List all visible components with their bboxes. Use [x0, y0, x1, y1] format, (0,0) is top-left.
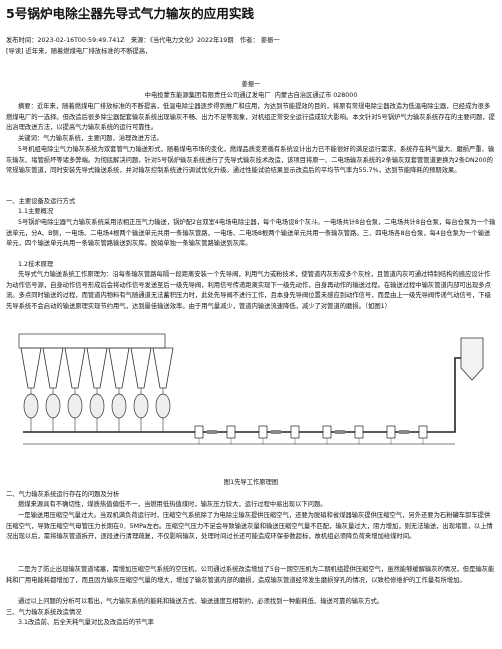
pilot-valve: [322, 425, 332, 439]
pump-vessel: [111, 393, 127, 419]
pilot-valve-group: [194, 425, 428, 439]
pump-vessel: [45, 393, 61, 419]
figure-caption: 图1先导工作原理图: [223, 479, 279, 486]
pump-vessel: [155, 393, 171, 419]
valve-air-branches: [198, 438, 424, 444]
section-2-paragraph-2: 一是输送用压缩空气量过大。当双机满负荷运行时，压缩空气系统除了为电除尘输灰提供压…: [6, 512, 493, 540]
ash-hopper: [152, 347, 174, 389]
pilot-valve: [354, 425, 364, 439]
abstract-paragraph: 摘要：近年来，随着燃煤电厂排放标准的不断提高，低温电除尘器逐步得到推广和应用，为…: [6, 103, 495, 131]
keywords-line: 关键词：气力输灰系统，主要问题，治理改进方法。: [18, 135, 163, 142]
ash-hopper: [86, 347, 108, 389]
section-1-1-paragraph: 5号锅炉电除尘器气力输灰系统采用浓相正压气力输送，锅炉配2台双室4电场电除尘器，…: [6, 219, 496, 247]
pilot-valve: [226, 425, 236, 439]
ash-plug-group: [207, 430, 409, 434]
ash-hopper: [130, 347, 152, 389]
ash-plug: [271, 430, 281, 434]
pump-vessel: [133, 393, 149, 419]
section-heading-1: 一、主要设备及运行方式: [6, 198, 76, 205]
section-heading-2: 二、气力输灰系统运行存在的问题及分析: [6, 491, 120, 498]
ash-silo: [460, 337, 484, 381]
subsection-heading-1-1: 1.1主要概况: [18, 208, 54, 215]
ash-plug: [207, 430, 217, 434]
article-title: 5号锅炉电除尘器先导式气力输灰的应用实践: [6, 6, 255, 21]
ash-hopper: [42, 347, 64, 389]
pump-vessel: [23, 393, 39, 419]
pilot-valve: [194, 425, 204, 439]
subsection-heading-1-2: 1.2技术原理: [18, 261, 54, 268]
hopper-group: [20, 347, 174, 389]
pump-vessel-group: [23, 393, 171, 419]
subsection-heading-3-1: 3.1改造前、后全天耗气量对比及改造后的节气率: [18, 619, 154, 626]
author-affiliation: 中电投蒙东能源集团有限责任公司通辽发电厂 内蒙古自治区通辽市 028000: [144, 92, 358, 99]
pump-vessel: [67, 393, 83, 419]
ash-plug: [335, 430, 345, 434]
pump-vessel: [89, 393, 105, 419]
section-2-paragraph-3: 二是为了防止出现输灰管道堵塞，需增加压缩空气系统的空压机，公司通过系统改造增加了…: [6, 566, 495, 584]
pilot-valve: [290, 425, 300, 439]
intro-paragraph: 5号机组电除尘气力输灰系统为双套管气力输送形式，随着煤电市场的变化，燃煤品质变差…: [6, 146, 495, 174]
guide-text: [导读] 近年来，随着燃煤电厂排放标准的不断提高，: [6, 48, 152, 55]
ash-hopper: [108, 347, 130, 389]
section-heading-3: 三、气力输灰系统改造情况: [6, 609, 82, 616]
ash-hopper: [64, 347, 86, 389]
author-name: 姜振一: [241, 81, 261, 88]
publish-meta: 发布时间：2023-02-16T00:59:49.741Z 来源：《当代电力文化…: [6, 37, 280, 44]
conveying-pipeline: [23, 357, 477, 433]
section-2-paragraph-4: 通过以上问题的分析可以看出，气力输灰系统的能耗和输送方式、输送速度互相制约，必须…: [18, 598, 384, 605]
section-1-2-paragraph: 先导式气力输送系统工作原理为：沿每条输灰管路每隔一段距离安装一个先导阀，利用气力…: [6, 271, 491, 310]
vessel-connectors: [30, 388, 164, 432]
ash-hopper: [20, 347, 42, 389]
precipitator-duct: [18, 333, 166, 349]
pilot-valve-principle-figure: [18, 333, 484, 445]
section-2-paragraph-1: 燃煤来源具有不确切性，煤质热值偏低不一，当燃用低热值煤时，输灰压力较大，运行过程…: [18, 501, 327, 508]
pilot-valve: [386, 425, 396, 439]
pilot-valve: [258, 425, 268, 439]
pilot-valve: [418, 425, 428, 439]
ash-plug: [399, 430, 409, 434]
